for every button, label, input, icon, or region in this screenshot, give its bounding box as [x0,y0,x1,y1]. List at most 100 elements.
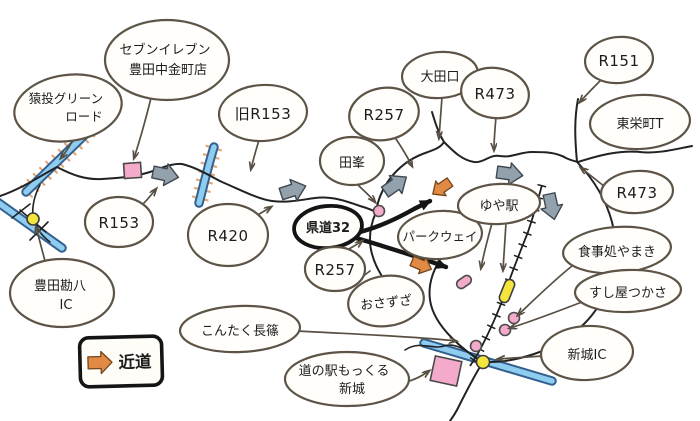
bubble-r153: R153 [83,195,155,249]
bubble-otaguchi: 大田口 [400,50,480,100]
toll-bridge-crossing [190,142,223,208]
label-sanage-line2: ロード [65,109,103,124]
label-yuya-station: ゆや駅 [479,199,518,214]
bubble-pointers [36,80,605,383]
label-osazuza: おさずざ [360,292,413,313]
legend-shortcut-label: 近道 [118,351,152,372]
label-kanpachi-line1: 豊田勘八 [34,279,86,294]
bubble-toei-cho: 東栄町T [588,93,692,151]
bubble-yuya-station: ゆや駅 [456,182,542,226]
route-arrow-gray [495,162,524,186]
label-r153: R153 [98,214,139,232]
pointer-kanpachi-ic [36,227,46,262]
waypoint-dot [498,323,512,337]
bubble-r151: R151 [583,35,655,85]
bubble-sanage-green-road: 猿投グリーン ロード [13,73,123,143]
bubble-shinshiro-ic: 新城IC [539,324,635,382]
waypoint-dot [469,339,483,353]
route-arrow-gray [380,174,407,198]
kanpachi-ic-dot [26,212,40,226]
road-south-of-ic [449,361,484,421]
shinshiro-ic-dot [475,354,491,370]
label-toei-cho: 東栄町T [617,116,664,132]
pointer-r257-south [348,241,362,250]
shortcut-stroke-south [353,235,449,270]
bubble-kanpachi-ic: 豊田勘八 IC [8,257,116,329]
bubble-seven-eleven: セブンイレブン 豊田中金町店 [103,18,231,102]
label-otaguchi: 大田口 [420,70,459,85]
legend-box [77,334,165,389]
label-mokkuru-line2: 新城 [339,381,365,397]
shortcut-arrow-orange [409,255,432,275]
nagashino-approach-road [404,344,481,361]
r257-south-road [368,211,387,283]
pointer-r473-north [494,116,496,150]
label-seven-eleven-line2: 豊田中金町店 [129,62,207,78]
legend-shortcut-arrow-icon [87,350,113,375]
waypoint-dot [372,204,386,218]
pointer-shinshiro-ic [498,356,544,359]
pointer-seven-eleven [134,97,152,158]
bubble-r257-south: R257 [303,245,367,293]
bubble-kontaku-nagashino: こんたく長篠 [178,304,302,354]
label-kanpachi-line2: IC [60,298,73,313]
label-r473-north: R473 [474,85,515,103]
label-kendo-32: 県道32 [306,220,350,236]
label-kontaku: こんたく長篠 [201,324,279,339]
bubble-r473-north: R473 [460,66,530,120]
bubble-yamaki: 食事処やまき [562,225,672,275]
bubble-old-r153: 旧R153 [217,83,309,143]
route-arrow-gray [540,192,564,221]
pointer-damine [356,183,375,202]
label-old-r153: 旧R153 [235,105,292,123]
pointer-kontaku [297,330,456,341]
bubble-r473-east: R473 [599,169,675,215]
bubble-mokkuru: 道の駅もっくる 新城 [283,350,411,408]
pointer-yuya-2 [503,222,507,270]
pointer-r473-east [581,168,605,187]
pointer-yamaki [518,265,573,315]
bubble-kendo-32: 県道32 [292,203,364,251]
bubble-tsukasa: すし屋つかさ [573,268,683,314]
pointer-old-r153 [251,139,260,169]
shortcut-arrows [409,177,454,275]
michinoeki-marker [429,355,463,387]
bubble-damine: 田峯 [318,135,386,187]
route-arrow-gray [278,178,307,202]
shortcut-stroke-north [349,198,433,237]
label-parkway: パークウェイ [402,229,477,244]
shortcut-arrow-orange [432,177,454,197]
pointer-yuya-1 [481,222,493,268]
label-r151: R151 [598,52,639,70]
label-seven-eleven-line1: セブンイレブン [119,42,210,58]
r151-north-road [574,98,579,163]
pointer-r151 [580,80,601,102]
label-r257-north: R257 [363,106,404,124]
shortcut-bold-route [349,198,449,270]
pointer-r153 [142,189,156,205]
label-mokkuru-line1: 道の駅もっくる [299,364,390,379]
pointer-tsukasa [510,301,583,328]
label-damine: 田峯 [339,156,365,171]
label-yamaki: 食事処やまき [578,244,656,260]
bubble-osazuza: おさずざ [347,274,425,328]
label-sanage-line1: 猿投グリーン [29,91,103,106]
east-road [443,141,579,164]
landmark-markers [26,161,521,387]
label-shinshiro-ic: 新城IC [568,347,607,363]
label-r473-east: R473 [616,184,657,202]
bubble-r420: R420 [186,202,270,268]
east-exit-road [577,145,693,163]
bubble-r257-north: R257 [348,86,420,142]
shortcut-legend: 近道 [77,334,165,389]
seven-eleven-marker [122,161,143,180]
pointer-otaguchi [439,96,443,138]
label-r420: R420 [207,227,248,245]
label-r257-south: R257 [314,261,355,279]
main-west-road [0,162,377,213]
route-arrow-gray [151,163,180,187]
bubble-parkway: パークウェイ [396,209,484,261]
parkway-gate-marker [455,274,473,290]
